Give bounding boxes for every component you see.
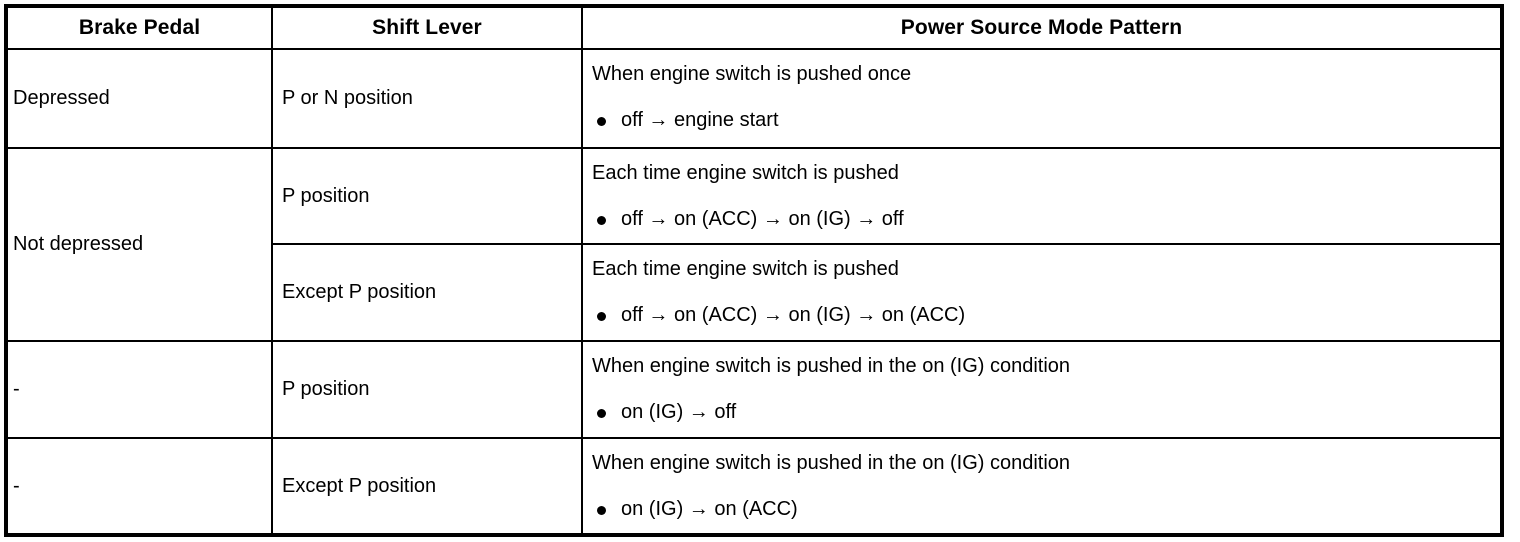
pattern-heading: Each time engine switch is pushed: [592, 258, 899, 280]
pattern-bullet-list: on (IG) → on (ACC): [592, 475, 1500, 529]
pattern-heading: When engine switch is pushed in the on (…: [592, 355, 1071, 377]
cell-power-source-mode-pattern: Each time engine switch is pushed off → …: [581, 243, 1503, 342]
column-header-shift-lever: Shift Lever: [271, 5, 583, 50]
cell-shift-lever: Except P position: [271, 243, 583, 342]
cell-brake-pedal: -: [5, 340, 273, 439]
pattern-bullet-text: off → on (ACC) → on (IG) → off: [621, 208, 904, 230]
cell-power-source-mode-pattern: Each time engine switch is pushed off → …: [581, 147, 1503, 245]
pattern-bullet-text: off → engine start: [621, 109, 779, 131]
spec-table-container: Brake Pedal Shift Lever Power Source Mod…: [4, 4, 1504, 537]
bullet-dot-icon: [597, 409, 606, 418]
column-header-power-source-mode-pattern: Power Source Mode Pattern: [581, 5, 1503, 50]
cell-power-source-mode-pattern: When engine switch is pushed in the on (…: [581, 437, 1503, 536]
pattern-bullet-item: off → engine start: [592, 109, 1500, 140]
table-row: Depressed P or N position When engine sw…: [5, 48, 1503, 149]
pattern-heading: When engine switch is pushed in the on (…: [592, 452, 1071, 474]
table-header-row: Brake Pedal Shift Lever Power Source Mod…: [5, 5, 1503, 50]
pattern-bullet-item: off → on (ACC) → on (IG) → off: [592, 208, 1500, 239]
pattern-bullet-list: on (IG) → off: [592, 378, 1500, 432]
cell-brake-pedal: Depressed: [5, 48, 273, 149]
table-row: - P position When engine switch is pushe…: [5, 340, 1503, 439]
cell-shift-lever: P position: [271, 340, 583, 439]
bullet-dot-icon: [597, 506, 606, 515]
column-header-brake-pedal: Brake Pedal: [5, 5, 273, 50]
pattern-bullet-item: on (IG) → on (ACC): [592, 498, 1500, 529]
pattern-bullet-text: on (IG) → on (ACC): [621, 498, 798, 520]
pattern-bullet-list: off → on (ACC) → on (IG) → off: [592, 185, 1500, 239]
pattern-bullet-text: on (IG) → off: [621, 401, 737, 423]
cell-power-source-mode-pattern: When engine switch is pushed once off → …: [581, 48, 1503, 149]
cell-shift-lever: P or N position: [271, 48, 583, 149]
table-row: - Except P position When engine switch i…: [5, 437, 1503, 536]
pattern-bullet-list: off → on (ACC) → on (IG) → on (ACC): [592, 281, 1500, 335]
pattern-bullet-list: off → engine start: [592, 86, 1500, 140]
table-row: Except P position Each time engine switc…: [6, 243, 1503, 342]
bullet-dot-icon: [597, 312, 606, 321]
pattern-bullet-item: on (IG) → off: [592, 401, 1500, 432]
table-row: Not depressed P position Each time engin…: [5, 147, 1503, 342]
bullet-dot-icon: [597, 117, 606, 126]
pattern-heading: When engine switch is pushed once: [592, 63, 912, 85]
pattern-bullet-item: off → on (ACC) → on (IG) → on (ACC): [592, 304, 1500, 335]
cell-shift-lever: Except P position: [271, 437, 583, 536]
cell-brake-pedal: -: [5, 437, 273, 536]
bullet-dot-icon: [597, 216, 606, 225]
pattern-heading: Each time engine switch is pushed: [592, 162, 899, 184]
cell-brake-pedal: Not depressed: [5, 147, 273, 342]
cell-power-source-mode-pattern: When engine switch is pushed in the on (…: [581, 340, 1503, 439]
cell-shift-lever: P position: [271, 147, 583, 245]
power-source-mode-table: Brake Pedal Shift Lever Power Source Mod…: [4, 4, 1504, 537]
pattern-bullet-text: off → on (ACC) → on (IG) → on (ACC): [621, 304, 966, 326]
